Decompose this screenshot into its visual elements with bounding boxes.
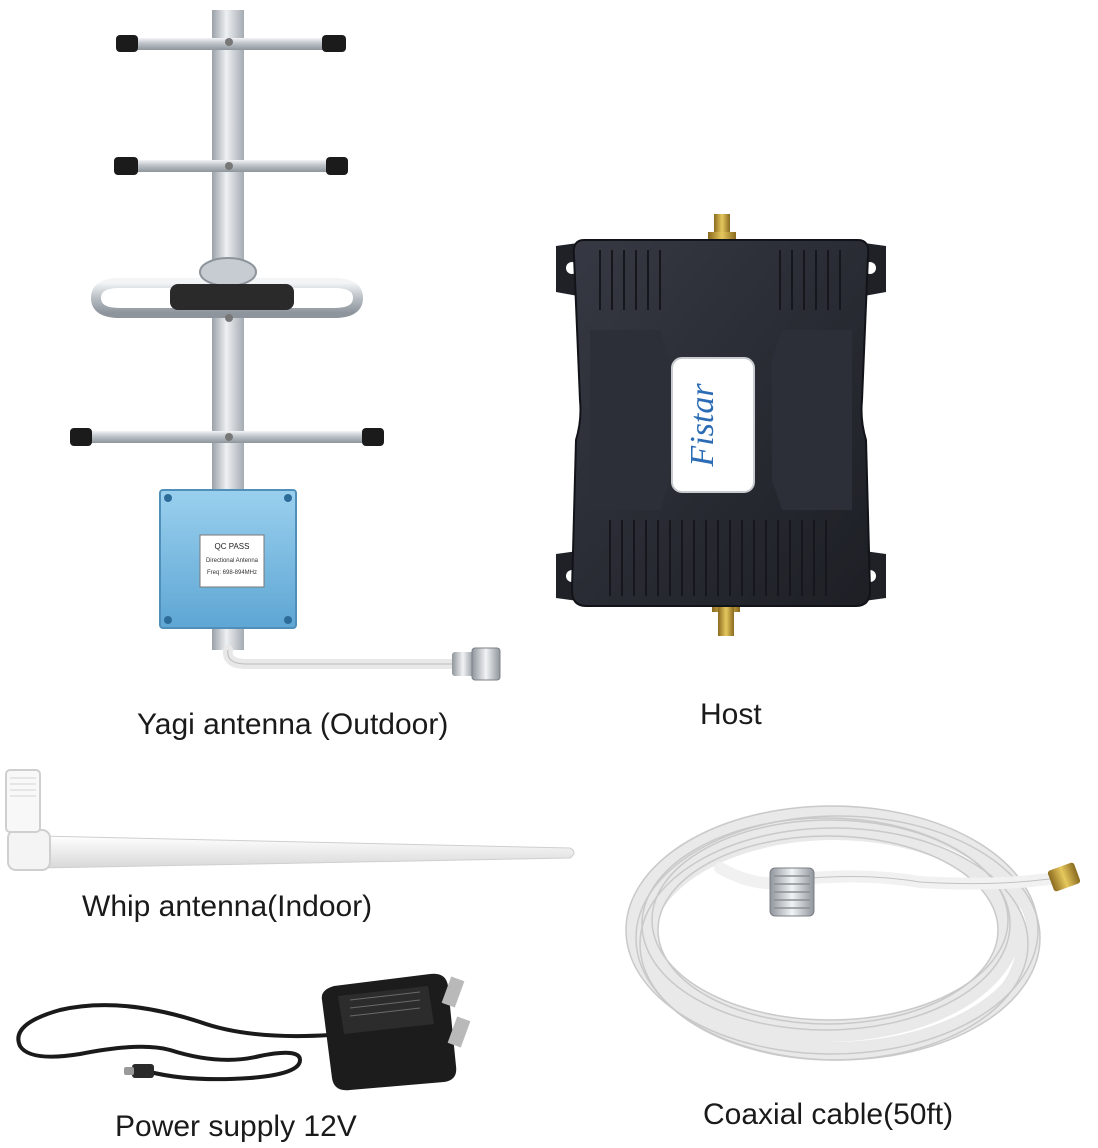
- yagi-mount-plate: QC PASS Directional Antenna Freq: 698-89…: [159, 489, 297, 629]
- host-booster: Fistar: [556, 214, 886, 636]
- whip-base: [5, 769, 41, 833]
- yagi-label-cert: QC PASS: [215, 542, 250, 551]
- power-plug-prongs: [441, 976, 471, 1048]
- whip-hinge: [7, 829, 51, 871]
- power-supply: [16, 973, 471, 1091]
- caption-whip-antenna: Whip antenna(Indoor): [82, 890, 373, 923]
- yagi-dipole: [90, 257, 364, 318]
- host-label-panel: [671, 357, 755, 493]
- coax-sma-connector: [1047, 862, 1081, 892]
- caption-power-supply: Power supply 12V: [115, 1110, 357, 1143]
- yagi-element-2: [114, 157, 348, 175]
- yagi-antenna: QC PASS Directional Antenna Freq: 698-89…: [70, 10, 501, 681]
- caption-yagi-antenna: Yagi antenna (Outdoor): [137, 708, 449, 741]
- yagi-label-line2: Freq: 698-894MHz: [207, 570, 257, 576]
- host-brand-text: Fistar: [684, 383, 721, 468]
- caption-host: Host: [700, 698, 762, 731]
- coaxial-cable: [625, 805, 1066, 1061]
- caption-coaxial-cable: Coaxial cable(50ft): [703, 1098, 954, 1131]
- power-cord: [16, 1003, 332, 1082]
- host-ribs: [599, 250, 841, 596]
- coax-n-connector: [769, 867, 815, 917]
- power-dc-plug: [132, 1064, 154, 1078]
- whip-antenna: [5, 769, 575, 871]
- whip-rod: [39, 835, 575, 869]
- yagi-element-1: [116, 35, 346, 52]
- yagi-n-connector: [452, 647, 501, 681]
- yagi-label-line1: Directional Antenna: [206, 558, 259, 564]
- yagi-pigtail-cable: [222, 645, 467, 669]
